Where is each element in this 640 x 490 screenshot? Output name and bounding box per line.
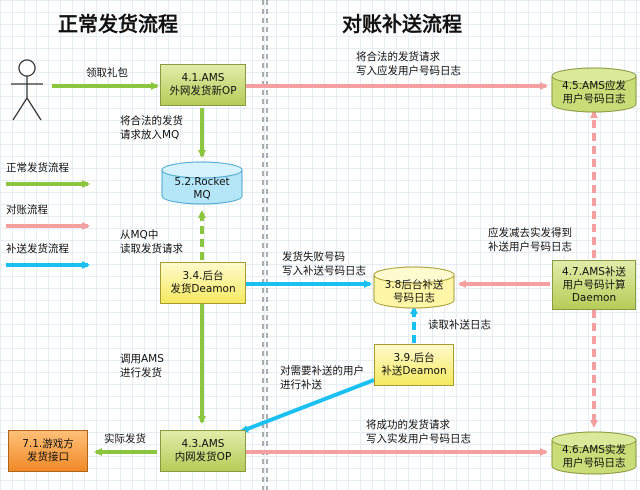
legend-normal-label: 正常发货流程 (6, 162, 69, 174)
db-actual-label: 4.6.AMS实发 用户号码日志 (562, 444, 626, 469)
label-legal-to-mq: 将合法的发货 请求放入MQ (120, 115, 183, 141)
label-fail-write: 发货失败号码 写入补送号码日志 (282, 251, 366, 277)
mq-label: 5.2.Rocket MQ (174, 176, 230, 201)
label-get-gift: 领取礼包 (86, 67, 128, 79)
resend-deamon-node: 3.9.后台 补送Deamon (374, 344, 454, 386)
label-actual-send: 实际发货 (104, 433, 146, 445)
label-read-mq: 从MQ中 读取发货请求 (120, 229, 183, 255)
edge-need-resend (240, 378, 375, 433)
label-need-resend: 对需要补送的用户 进行补送 (280, 365, 364, 391)
label-write-actual: 将成功的发货请求 写入实发用户号码日志 (366, 419, 471, 445)
label-should-minus: 应发减去实发得到 补送用户号码日志 (488, 227, 572, 253)
db-resend-cylinder (373, 266, 455, 309)
db-actual-cylinder (551, 431, 637, 475)
stick-figure-icon (11, 59, 43, 121)
db-should-cylinder (551, 67, 637, 113)
label-write-should: 将合法的发货请求 写入应发用户号码日志 (356, 51, 461, 77)
game-node: 7.1.游戏方 发货接口 (8, 430, 88, 472)
ams-in-node: 4.3.AMS 内网发货OP (160, 430, 246, 472)
label-call-ams: 调用AMS 进行发货 (120, 353, 164, 379)
ams-out-node: 4.1.AMS 外网发货新OP (160, 64, 246, 106)
calc-deamon-node: 4.7.AMS补送 用户号码计算 Daemon (552, 260, 636, 310)
mq-cylinder (161, 161, 243, 205)
legend-resend-label: 补送发货流程 (6, 243, 69, 255)
deamon-send-node: 3.4.后台 发货Deamon (160, 262, 246, 304)
db-should-label: 4.5.AMS应发 用户号码日志 (562, 80, 626, 105)
title-reconcile-flow: 对账补送流程 (342, 12, 462, 36)
title-normal-flow: 正常发货流程 (58, 12, 178, 36)
legend-reconcile-label: 对账流程 (6, 204, 48, 216)
db-resend-label: 3.8后台补送 号码日志 (384, 279, 444, 304)
label-read-resend: 读取补送日志 (428, 319, 491, 331)
